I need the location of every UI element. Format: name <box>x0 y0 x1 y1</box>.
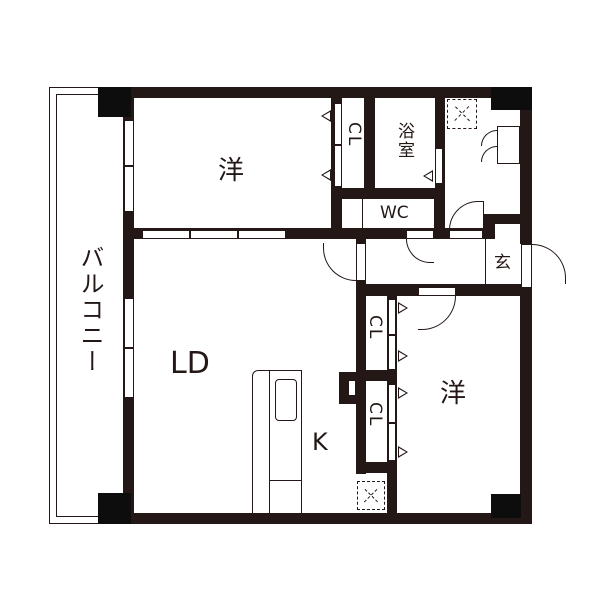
kitchen-sink <box>275 379 297 421</box>
closet-south-2-door-2[interactable] <box>388 423 396 461</box>
sliding-door-3[interactable] <box>238 230 286 239</box>
wall-wc-right <box>434 199 445 239</box>
vanity-door-arc <box>481 130 497 146</box>
sliding-door-1[interactable] <box>142 230 190 239</box>
western-room-south-label: 洋 <box>440 379 467 409</box>
ventilation-fan-icon <box>357 481 385 510</box>
closet-north-door-2[interactable] <box>334 145 342 187</box>
closet-north-label: CL <box>344 122 364 148</box>
wc-label: WC <box>380 203 409 223</box>
bathroom-label: 浴室 <box>394 122 414 160</box>
wall-closet-north-right <box>364 87 375 199</box>
column-nw <box>98 87 131 117</box>
washbasin <box>497 126 520 164</box>
vanity-door-arc <box>481 146 497 162</box>
closet-south-1-label: CL <box>365 315 385 341</box>
entrance-label: 玄 <box>494 253 511 273</box>
ld-door-arc <box>323 243 356 281</box>
wall-right-lower <box>520 288 532 524</box>
wall-wc-left <box>331 188 342 239</box>
closet-south-1-door-2[interactable] <box>388 335 396 370</box>
living-dining-label: LD <box>170 346 210 381</box>
kitchen-counter-section <box>270 480 302 481</box>
wall-bath-bottom <box>331 188 445 199</box>
bathroom-door[interactable] <box>435 148 443 184</box>
closet-south-2-door-1[interactable] <box>388 384 396 423</box>
closet-north-door-1[interactable] <box>334 103 342 145</box>
wc-divider <box>362 199 363 228</box>
south-room-door-arc <box>418 296 456 330</box>
wall-right-upper <box>520 87 532 244</box>
window-north-room-2 <box>124 166 134 212</box>
window-ld-2 <box>124 348 134 398</box>
front-door[interactable] <box>521 244 532 288</box>
wall-closet-south-bottom <box>356 462 397 473</box>
column-se <box>491 494 521 518</box>
door-marker-icon <box>398 446 408 458</box>
wall-ld-right <box>356 239 366 474</box>
ld-door[interactable] <box>356 243 366 281</box>
closet-south-1-door-1[interactable] <box>388 299 396 335</box>
kitchen-counter-divider <box>269 371 270 514</box>
sliding-door-2[interactable] <box>190 230 238 239</box>
wall-top <box>124 87 532 98</box>
column-ne <box>491 87 532 110</box>
wall-entrance-step <box>484 214 532 224</box>
door-marker-icon <box>398 350 408 362</box>
door-marker-icon <box>321 110 331 122</box>
balcony-label: バルコニー <box>76 245 104 375</box>
door-marker-icon <box>321 169 331 181</box>
door-marker-icon <box>423 170 433 182</box>
ventilation-fan-icon <box>447 99 477 129</box>
washroom-door-arc <box>449 201 483 230</box>
kitchen-label: K <box>312 428 328 456</box>
pillar-notch-hole <box>349 381 355 395</box>
closet-south-2-label: CL <box>365 402 385 428</box>
entrance-shoebox <box>495 224 520 239</box>
south-room-door[interactable] <box>418 287 456 296</box>
wall-bottom <box>124 513 532 524</box>
window-ld-1 <box>124 298 134 348</box>
washroom-door[interactable] <box>449 230 483 239</box>
washroom-door-leaf <box>483 201 484 230</box>
window-north-room-1 <box>124 120 134 166</box>
western-room-north-label: 洋 <box>218 156 245 186</box>
entrance-step-line <box>485 239 486 284</box>
wc-door-arc <box>406 239 434 263</box>
wc-door[interactable] <box>406 230 434 239</box>
door-marker-icon <box>398 387 408 399</box>
balcony-inner <box>56 94 124 517</box>
column-sw <box>98 493 131 524</box>
front-door-arc <box>532 244 566 284</box>
wall-closet-divider <box>356 370 397 381</box>
wall-entrance-step-v <box>484 214 495 239</box>
door-marker-icon <box>398 302 408 314</box>
